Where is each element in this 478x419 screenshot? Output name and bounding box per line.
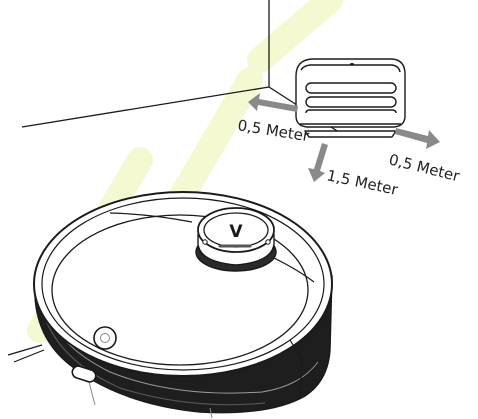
arrow-front	[308, 143, 328, 182]
side-brush	[7, 344, 43, 356]
brand-logo: V	[229, 222, 243, 242]
front-sensor	[71, 365, 97, 383]
label-front-clearance: 1,5 Meter	[325, 166, 400, 199]
arrow-right	[395, 128, 440, 149]
robot-vacuum	[7, 191, 333, 419]
arrow-left	[248, 93, 298, 112]
lds-turret-top	[197, 207, 275, 253]
clearance-arrows	[248, 93, 440, 182]
floor-wall-line-left	[21, 86, 270, 128]
charging-dock	[295, 58, 406, 138]
power-button	[93, 326, 117, 350]
